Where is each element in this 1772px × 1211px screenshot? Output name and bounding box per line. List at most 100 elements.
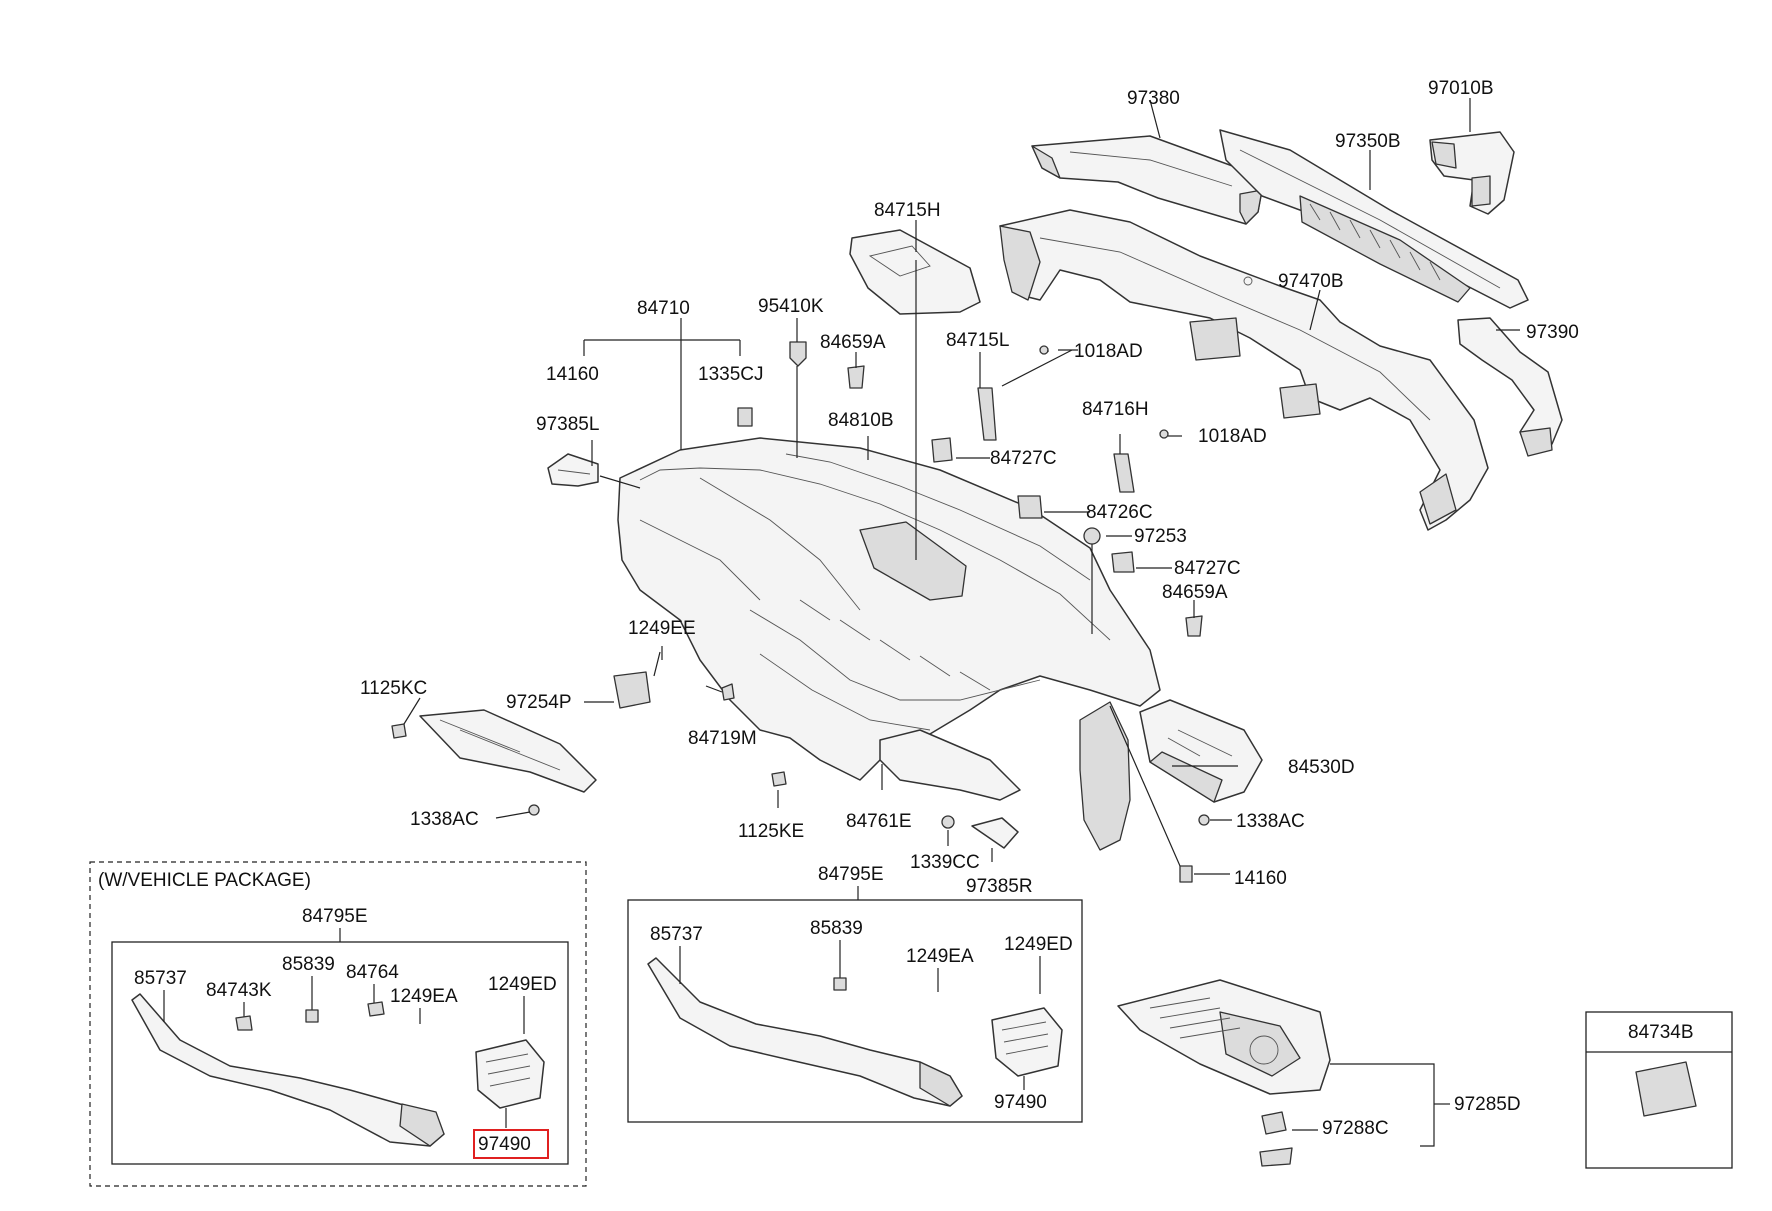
label-1339CC: 1339CC bbox=[910, 852, 980, 873]
screw-1249EE[interactable] bbox=[653, 651, 661, 677]
inset-standard: 84795E 85737 85839 1249EA 1249ED 97490 bbox=[627, 864, 1083, 1123]
garnish-84795E-mid[interactable] bbox=[647, 957, 963, 1107]
label-85839-left: 85839 bbox=[282, 954, 335, 975]
label-14160-left: 14160 bbox=[546, 364, 599, 385]
clip-85839-left[interactable] bbox=[305, 1009, 319, 1023]
label-97254P: 97254P bbox=[506, 692, 572, 713]
clip-85839-mid[interactable] bbox=[833, 977, 847, 991]
bolt-1125KE[interactable] bbox=[771, 771, 787, 787]
bracket-left[interactable] bbox=[419, 709, 597, 793]
glovebox-97285D[interactable] bbox=[1117, 979, 1331, 1095]
label-97253: 97253 bbox=[1134, 526, 1187, 547]
middle-frame bbox=[627, 899, 1083, 1123]
airbag-84530D[interactable] bbox=[1139, 699, 1263, 803]
bolt-1018AD-mid[interactable] bbox=[1159, 429, 1169, 439]
nut-1338AC-right[interactable] bbox=[1198, 814, 1210, 826]
label-84761E: 84761E bbox=[846, 811, 912, 832]
label-97390: 97390 bbox=[1526, 322, 1579, 343]
label-1249ED-mid: 1249ED bbox=[1004, 934, 1073, 955]
nut-1339CC[interactable] bbox=[941, 815, 955, 829]
label-84743K: 84743K bbox=[206, 980, 272, 1001]
label-97380: 97380 bbox=[1127, 88, 1180, 109]
label-84659A-top: 84659A bbox=[820, 332, 886, 353]
label-84719M: 84719M bbox=[688, 728, 757, 749]
label-97490-left[interactable]: 97490 bbox=[478, 1134, 531, 1155]
label-1249ED-left: 1249ED bbox=[488, 974, 557, 995]
label-1249EA-left: 1249EA bbox=[390, 986, 458, 1007]
main-labels: 97380 97010B 97350B 84715H 97470B 97390 … bbox=[360, 78, 1579, 897]
label-84727C-top: 84727C bbox=[990, 448, 1057, 469]
label-84710: 84710 bbox=[637, 298, 690, 319]
clip-84743K[interactable] bbox=[235, 1015, 253, 1031]
label-95410K: 95410K bbox=[758, 296, 824, 317]
vent-97385R[interactable] bbox=[971, 817, 1019, 849]
duct-97380[interactable] bbox=[1031, 135, 1263, 225]
label-84659A-bottom: 84659A bbox=[1162, 582, 1228, 603]
lower-panel-84761E[interactable] bbox=[879, 729, 1021, 801]
clip-84719M[interactable] bbox=[721, 683, 735, 701]
bracket-97254P[interactable] bbox=[613, 671, 651, 709]
label-84795E-mid: 84795E bbox=[818, 864, 884, 885]
crash-pad-84710[interactable] bbox=[617, 437, 1161, 851]
clip-84659A-top[interactable] bbox=[847, 365, 865, 389]
label-84734B: 84734B bbox=[1628, 1022, 1694, 1043]
nut-1338AC-left[interactable] bbox=[528, 804, 540, 816]
label-97350B: 97350B bbox=[1335, 131, 1401, 152]
duct-97350B[interactable] bbox=[1219, 129, 1529, 309]
label-85737-mid: 85737 bbox=[650, 924, 703, 945]
vent-97385L[interactable] bbox=[547, 453, 599, 487]
inset-dashed-frame bbox=[89, 861, 587, 1187]
label-1125KE: 1125KE bbox=[738, 821, 804, 842]
bracket-84715L[interactable] bbox=[977, 387, 997, 441]
label-84764: 84764 bbox=[346, 962, 399, 983]
label-84810B: 84810B bbox=[828, 410, 894, 431]
bolt-1125KC[interactable] bbox=[391, 723, 407, 739]
label-1249EA-mid: 1249EA bbox=[906, 946, 974, 967]
vent-97490-left[interactable] bbox=[475, 1039, 545, 1109]
label-14160-right: 14160 bbox=[1234, 868, 1287, 889]
clip-84727C-bottom[interactable] bbox=[1111, 551, 1135, 573]
clip-95410K[interactable] bbox=[789, 341, 807, 367]
clip-84764[interactable] bbox=[367, 1001, 385, 1017]
label-97385L: 97385L bbox=[536, 414, 599, 435]
clip-84727C-top[interactable] bbox=[931, 437, 953, 463]
vent-97490-mid[interactable] bbox=[991, 1007, 1063, 1077]
label-97010B: 97010B bbox=[1428, 78, 1494, 99]
cover-84715H[interactable] bbox=[849, 229, 981, 315]
bracket-1335CJ[interactable] bbox=[737, 407, 753, 427]
label-97490-mid[interactable]: 97490 bbox=[994, 1092, 1047, 1113]
label-97470B: 97470B bbox=[1278, 271, 1344, 292]
label-1335CJ: 1335CJ bbox=[698, 364, 764, 385]
pin-14160-right[interactable] bbox=[1179, 865, 1193, 883]
latch-97288C[interactable] bbox=[1259, 1111, 1293, 1167]
duct-97010B[interactable] bbox=[1429, 131, 1515, 215]
label-84727C-bottom: 84727C bbox=[1174, 558, 1241, 579]
label-85839-mid: 85839 bbox=[810, 918, 863, 939]
label-1018AD-top: 1018AD bbox=[1074, 341, 1143, 362]
label-84726C: 84726C bbox=[1086, 502, 1153, 523]
label-1018AD-mid: 1018AD bbox=[1198, 426, 1267, 447]
label-84530D: 84530D bbox=[1288, 757, 1355, 778]
clip-97253[interactable] bbox=[1083, 527, 1101, 545]
label-package-note: (W/VEHICLE PACKAGE) bbox=[98, 870, 311, 891]
label-84716H: 84716H bbox=[1082, 399, 1149, 420]
label-1338AC-right: 1338AC bbox=[1236, 811, 1305, 832]
glovebox-leaders bbox=[1292, 1063, 1450, 1147]
label-84715H: 84715H bbox=[874, 200, 941, 221]
inset-vehicle-package: (W/VEHICLE PACKAGE) 84795E 85737 84743K … bbox=[89, 861, 587, 1187]
garnish-84795E-left[interactable] bbox=[131, 993, 445, 1147]
bolt-1018AD-top[interactable] bbox=[1039, 345, 1049, 355]
duct-97390[interactable] bbox=[1457, 317, 1563, 457]
label-1249EE: 1249EE bbox=[628, 618, 696, 639]
highlight-box-97490 bbox=[473, 1129, 549, 1159]
label-1125KC: 1125KC bbox=[360, 678, 427, 699]
pad-84734B[interactable] bbox=[1635, 1061, 1697, 1117]
inset-inner-frame bbox=[111, 941, 569, 1165]
label-84795E-left: 84795E bbox=[302, 906, 368, 927]
clip-84726C[interactable] bbox=[1017, 495, 1043, 519]
clip-84659A-bottom[interactable] bbox=[1185, 615, 1203, 637]
bracket-84716H[interactable] bbox=[1113, 453, 1135, 493]
leader-lines bbox=[403, 98, 1520, 875]
duct-97470B[interactable] bbox=[999, 209, 1489, 531]
